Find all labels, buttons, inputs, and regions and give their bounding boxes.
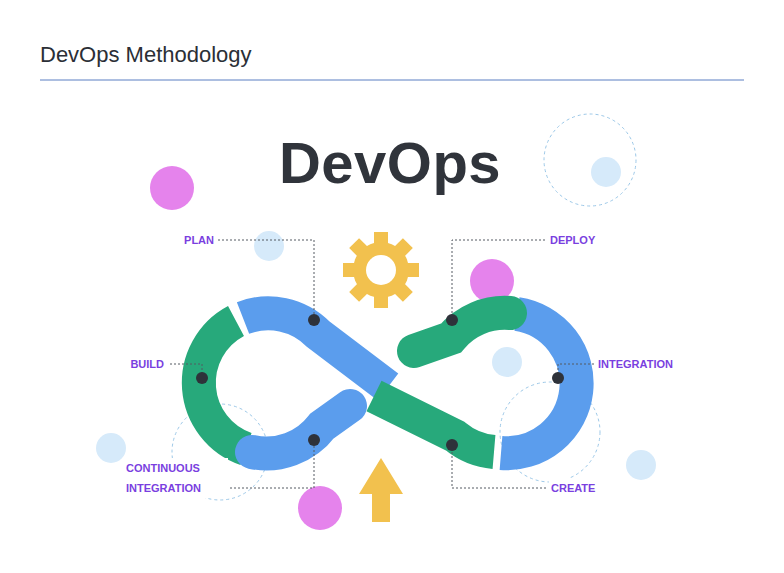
decor-circles (96, 114, 656, 530)
stage-label: CONTINUOUS INTEGRATION (124, 458, 228, 498)
infinity-loop (199, 313, 577, 454)
leader-dots (196, 314, 564, 451)
page-title: DevOps Methodology (40, 42, 252, 68)
stage-label: CREATE (549, 478, 597, 498)
up-arrow (359, 458, 403, 522)
title-rule (40, 80, 744, 81)
stage-label: DEPLOY (548, 230, 597, 250)
stage-label: INTEGRATION (596, 354, 675, 374)
stage-label: PLAN (182, 230, 216, 250)
brand-heading: DevOps (279, 129, 501, 196)
gear-icon (343, 232, 419, 308)
stage-label: BUILD (128, 354, 166, 374)
leader-lines (170, 240, 594, 488)
